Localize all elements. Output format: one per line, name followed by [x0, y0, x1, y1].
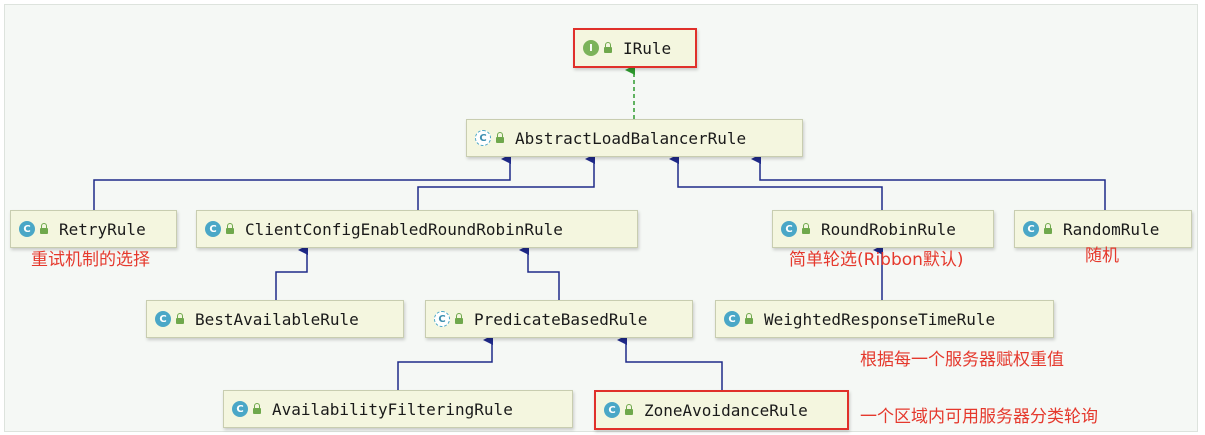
lock-icon — [603, 42, 613, 54]
note-round-robin-rule: 简单轮选(Ribbon默认) — [789, 250, 964, 270]
class-icon: C — [604, 402, 620, 418]
node-availability-filtering-rule[interactable]: C AvailabilityFilteringRule — [223, 390, 573, 428]
node-zone-avoidance-rule[interactable]: C ZoneAvoidanceRule — [594, 390, 849, 430]
abstract-class-icon: C — [475, 130, 491, 146]
edge-retry-to-abstract — [93, 154, 511, 210]
node-irule[interactable]: I IRule — [573, 28, 697, 68]
node-label: RandomRule — [1063, 219, 1160, 239]
node-label: WeightedResponseTimeRule — [764, 309, 996, 329]
interface-icon: I — [583, 40, 599, 56]
node-weighted-response-time-rule[interactable]: C WeightedResponseTimeRule — [715, 300, 1054, 338]
class-icon: C — [155, 311, 171, 327]
lock-icon — [252, 403, 262, 415]
lock-icon — [495, 132, 505, 144]
node-label: BestAvailableRule — [195, 309, 359, 329]
node-client-config-enabled-round-robin-rule[interactable]: C ClientConfigEnabledRoundRobinRule — [196, 210, 638, 248]
node-round-robin-rule[interactable]: C RoundRobinRule — [772, 210, 994, 248]
lock-icon — [744, 313, 754, 325]
node-retry-rule[interactable]: C RetryRule — [10, 210, 177, 248]
note-weighted-response-time-rule: 根据每一个服务器赋权重值 — [860, 350, 1064, 370]
note-random-rule: 随机 — [1085, 246, 1119, 266]
class-icon: C — [781, 221, 797, 237]
node-label: ClientConfigEnabledRoundRobinRule — [245, 219, 563, 239]
note-retry-rule: 重试机制的选择 — [31, 250, 150, 270]
node-label: IRule — [623, 38, 672, 58]
edge-clientconfig-to-abstract — [417, 154, 595, 210]
node-label: AvailabilityFilteringRule — [272, 399, 513, 419]
node-best-available-rule[interactable]: C BestAvailableRule — [146, 300, 404, 338]
node-label: RoundRobinRule — [821, 219, 956, 239]
node-predicate-based-rule[interactable]: C PredicateBasedRule — [425, 300, 693, 338]
lock-icon — [1043, 223, 1053, 235]
lock-icon — [39, 223, 49, 235]
edge-predicatebased-to-clientconfig — [519, 245, 560, 300]
node-label: PredicateBasedRule — [474, 309, 648, 329]
class-icon: C — [1023, 221, 1039, 237]
edge-zoneavoidance-to-predicatebased — [617, 335, 723, 390]
lock-icon — [624, 404, 634, 416]
node-random-rule[interactable]: C RandomRule — [1014, 210, 1192, 248]
node-label: AbstractLoadBalancerRule — [515, 128, 747, 148]
lock-icon — [175, 313, 185, 325]
lock-icon — [801, 223, 811, 235]
lock-icon — [454, 313, 464, 325]
node-abstract-load-balancer-rule[interactable]: C AbstractLoadBalancerRule — [466, 119, 803, 157]
note-zone-avoidance-rule: 一个区域内可用服务器分类轮询 — [860, 407, 1098, 427]
edge-roundrobin-to-abstract — [669, 154, 883, 210]
class-icon: C — [232, 401, 248, 417]
node-label: ZoneAvoidanceRule — [644, 400, 808, 420]
node-label: RetryRule — [59, 219, 146, 239]
abstract-class-icon: C — [434, 311, 450, 327]
lock-icon — [225, 223, 235, 235]
class-icon: C — [19, 221, 35, 237]
edge-bestavailable-to-clientconfig — [275, 245, 308, 300]
class-icon: C — [205, 221, 221, 237]
edge-availability-to-predicatebased — [397, 335, 493, 390]
edge-random-to-abstract — [751, 154, 1106, 210]
class-icon: C — [724, 311, 740, 327]
